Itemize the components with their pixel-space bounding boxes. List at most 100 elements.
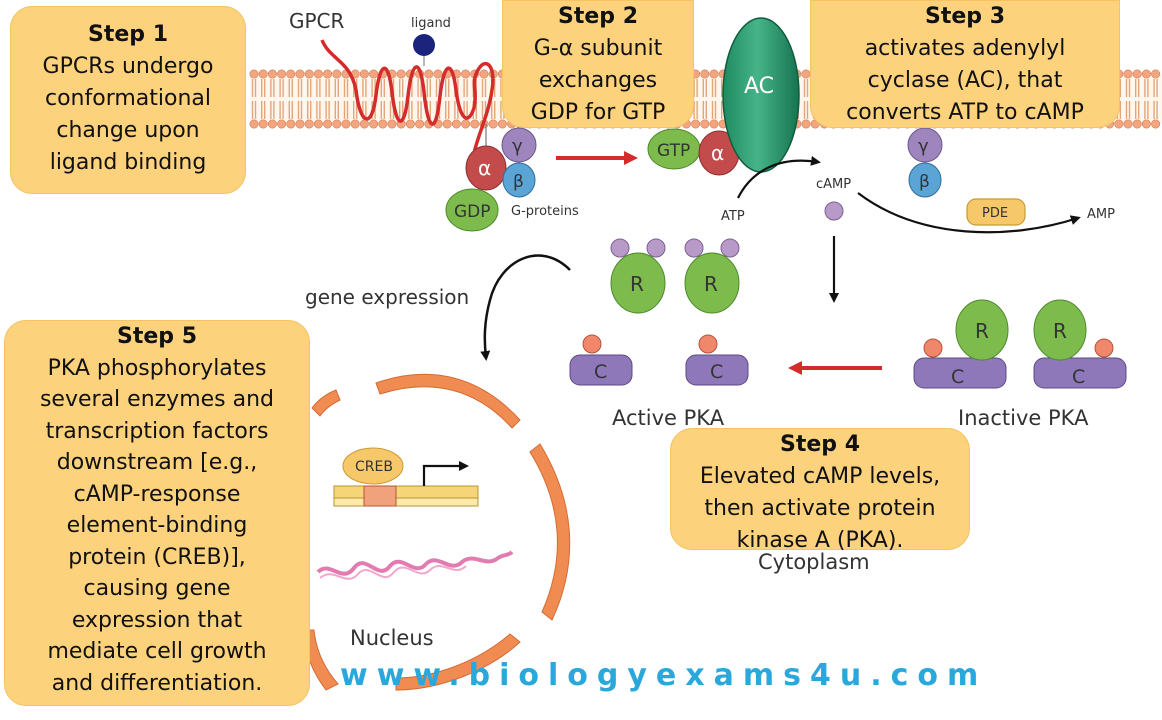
lipid-head [258,69,268,79]
lipid-head [304,69,314,79]
lipid-head [258,119,268,129]
lipid-head [396,69,406,79]
lipid-head [479,69,489,79]
step-5-line: protein (CREB)], [68,544,246,570]
step-4-line: Elevated cAMP levels, [699,464,941,489]
released-regulatory-subunit [684,238,740,314]
step-5-line: mediate cell growth [47,639,267,664]
lipid-head [313,119,323,129]
lipid-head [249,69,259,79]
step-4-line: then activate protein [704,496,936,521]
lipid-head [497,119,507,129]
lipid-head [1141,119,1151,129]
mrna-strand [316,550,514,576]
r-label: R [1053,319,1067,343]
step-2-line: G-α subunit [533,36,663,61]
lipid-head [451,119,461,129]
lipid-head [332,69,342,79]
ligand-label: ligand [411,16,451,31]
lipid-head [700,119,710,129]
website-watermark: www.biologyexams4u.com [340,658,988,693]
active-pka-label: Active PKA [612,406,725,430]
c-label: C [1072,366,1085,388]
active-alpha-label: α [711,141,724,165]
step-5-line: PKA phosphorylates [47,355,267,381]
beta-subunit [502,162,536,198]
step-5-line: element-binding [66,513,248,538]
lipid-head [461,119,471,129]
lipid-head [433,69,443,79]
lipid-head [350,119,360,129]
amp-label: AMP [1087,207,1115,222]
pde-enzyme [966,198,1026,226]
lipid-head [286,69,296,79]
dna-strand [333,497,479,507]
step-5-line: causing gene [83,576,231,601]
released-regulatory-subunit [610,238,666,314]
lipid-head [415,119,425,129]
step-1-line: conformational [44,86,211,111]
alpha-subunit [465,145,507,191]
r-label: R [630,272,644,296]
step-2-title: Step 2 [558,4,638,29]
lipid-head [277,69,287,79]
step-1-line: GPCRs undergo [42,54,214,79]
step-3-line: converts ATP to cAMP [846,100,1084,125]
creb-protein [342,447,404,485]
ac-label: AC [744,74,774,99]
step-5-title: Step 5 [117,324,197,349]
camp-to-amp-arrow [857,192,1081,234]
lipid-head [442,119,452,129]
gamma-subunit [501,127,537,163]
r-label: R [975,319,989,343]
gdp-label: GDP [454,202,491,222]
lipid-head [267,119,277,129]
atp-label: ATP [721,209,745,224]
lipid-head [369,69,379,79]
step-5-line: several enzymes and [39,387,275,412]
lipid-head [488,119,498,129]
step-4-box: Step 4 Elevated cAMP levels, then activa… [670,428,970,553]
lipid-head [709,119,719,129]
step-3-line: cyclase (AC), that [867,68,1063,93]
cytoplasm-label: Cytoplasm [758,550,870,574]
ligand [413,34,435,56]
lipid-head [709,69,719,79]
gdp-molecule [445,188,499,232]
g-proteins-label: G-proteins [511,204,579,219]
gtp-label: GTP [657,141,690,161]
camp-label: cAMP [816,177,851,192]
lipid-head [424,69,434,79]
lipid-head [691,119,701,129]
step-3-line: activates adenylyl [864,36,1066,61]
nucleus-label: Nucleus [350,626,434,650]
step-5-line: downstream [e.g., [56,450,258,475]
gpcr-label: GPCR [289,9,345,33]
active-catalytic-subunit [569,334,633,386]
lipid-head [332,119,342,129]
free-beta-label: β [919,172,930,192]
lipid-head [323,69,333,79]
step-5-line: and differentiation. [51,670,263,696]
lipid-head [1151,119,1161,129]
c-label: C [710,361,723,383]
lipid-head [700,69,710,79]
step-4-title: Step 4 [780,432,860,457]
step-4-line: kinase A (PKA). [736,528,904,553]
free-beta-subunit [908,162,942,198]
c-label: C [951,366,964,388]
lipid-head [1132,119,1142,129]
step-2-box: Step 2 G-α subunit exchanges GDP for GTP [502,0,694,128]
free-gamma-label: γ [918,136,929,157]
dna-strand [333,485,479,499]
inactive-pka-complex [913,299,1009,389]
lipid-head [1114,119,1124,129]
gamma-label: γ [512,136,523,157]
lipid-head [470,119,480,129]
lipid-head [387,119,397,129]
lipid-head [304,119,314,129]
c-label: C [594,361,607,383]
atp-to-camp-arrow [737,155,821,199]
pde-label: PDE [982,206,1008,221]
lipid-head [277,119,287,129]
